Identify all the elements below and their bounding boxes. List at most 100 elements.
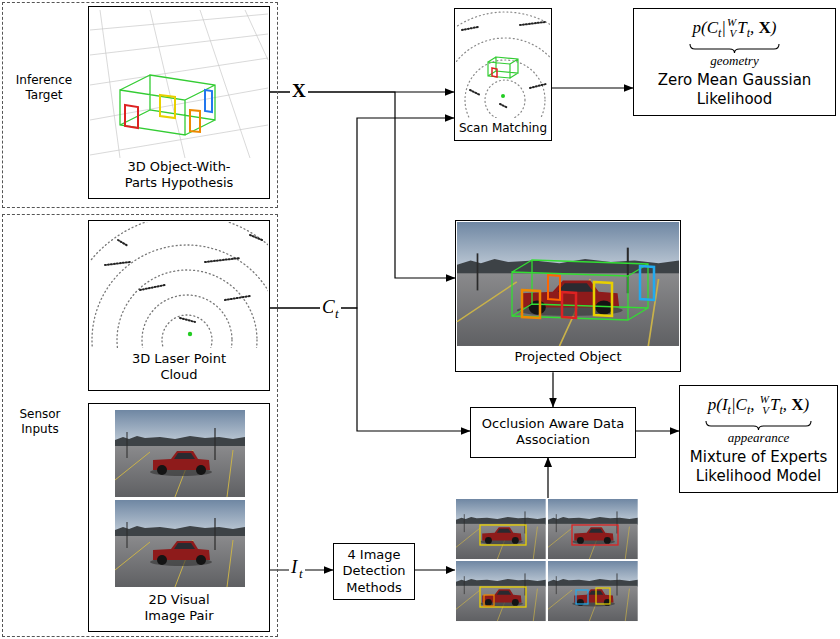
formula-term: ,: [750, 18, 759, 38]
point-cloud-render: [90, 222, 268, 348]
detection-results-render: [548, 561, 638, 621]
object-hypothesis-render: [125, 105, 138, 128]
detection-results-render: [484, 595, 494, 606]
formula-term: V: [762, 405, 769, 416]
formula-term: W: [760, 394, 769, 405]
projected-object-render: [594, 282, 612, 316]
caption: 2D Visual Image Pair: [129, 592, 229, 625]
connector: [552, 372, 553, 407]
detection-results-render: [576, 590, 588, 604]
image-panel: Projected Object: [455, 220, 681, 372]
signal-subscript: t: [297, 567, 305, 580]
point-cloud-render: [142, 295, 232, 348]
projected-object-render: [457, 222, 679, 346]
camera-photo: [115, 410, 245, 587]
detection-results-render: [446, 566, 455, 574]
detection-results-render: [446, 498, 640, 622]
scan-matching-render: [501, 94, 505, 98]
point-cloud-render: [117, 270, 257, 348]
group-box: Inference Target 3D Object-With-Parts Hyp…: [2, 2, 278, 208]
scan-matching-render: [465, 60, 545, 118]
formula-term: T: [737, 18, 746, 38]
formula-prescript: WV: [727, 17, 736, 39]
connector: [636, 430, 679, 431]
underbrace: [706, 421, 811, 430]
scan-matching-render: [456, 12, 550, 118]
signal-subscript: t: [333, 307, 341, 320]
connector: [552, 87, 633, 88]
object-hypothesis-render: [205, 90, 212, 112]
scan-matching-render: [492, 68, 497, 77]
caption: Zero Mean Gaussian Likelihood: [638, 71, 831, 109]
image-panel: 3D Object-With-Parts Hypothesis: [88, 6, 270, 199]
camera-photo: [115, 500, 245, 587]
projected-object-render: [548, 275, 560, 300]
detection-results-render: [456, 561, 546, 621]
object-hypothesis-render: [160, 95, 175, 118]
object-hypothesis-render: [90, 10, 268, 158]
detection-results-render: [572, 525, 618, 545]
formula-term: ): [804, 395, 810, 415]
point-cloud-render: [90, 222, 268, 348]
group-label: Sensor Inputs: [5, 407, 75, 437]
group-label: Inference Target: [5, 73, 83, 103]
caption: Projected Object: [456, 349, 680, 365]
caption: 3D Object-With-Parts Hypothesis: [112, 159, 247, 192]
detection-results-render: [596, 588, 610, 604]
scan-matching-render: [488, 57, 518, 78]
formula-prescript: WV: [760, 394, 769, 416]
formula-term: X: [759, 18, 771, 38]
object-hypothesis-render: [190, 110, 200, 132]
projected-object-render: [522, 290, 540, 318]
formula-term: ): [771, 18, 777, 38]
projected-object-render: [512, 260, 648, 320]
detection-results-render: [456, 499, 546, 559]
projected-object-render: [457, 222, 679, 346]
detection-results-render: [480, 525, 526, 545]
image-panel: 2D Visual Image Pair: [88, 403, 270, 632]
connector: [270, 92, 455, 278]
connector: [270, 118, 454, 308]
formula-note: appearance: [684, 431, 833, 445]
projected-object-render: [562, 292, 576, 318]
process-box: Occlusion Aware Data Association: [470, 407, 636, 458]
point-cloud-render: [90, 222, 268, 348]
formula-term: t: [747, 26, 750, 41]
point-cloud-render: [188, 332, 192, 336]
point-cloud-render: [105, 235, 262, 322]
formula-term: ,: [750, 395, 759, 415]
formula-term: t: [747, 403, 750, 418]
caption: Occlusion Aware Data Association: [471, 416, 635, 449]
point-cloud-render: [90, 222, 268, 348]
formula-box: p(It|Ct, WVTt, X)appearanceMixture of Ex…: [679, 385, 838, 493]
detection-results-render: [480, 587, 526, 607]
formula-line: p(It|Ct, WVTt, X): [684, 390, 833, 420]
formula-box: p(Ct|WVTt, X)geometryZero Mean Gaussian …: [633, 8, 836, 116]
object-hypothesis-render: [120, 75, 215, 135]
formula-term: p(C: [693, 18, 719, 38]
formula-term: t: [718, 26, 721, 41]
connector: [270, 308, 470, 431]
connector: [415, 458, 548, 571]
formula-term: |: [721, 18, 726, 38]
formula-term: t: [728, 403, 731, 418]
image-panel: 3D Laser Point Cloud: [88, 220, 270, 391]
caption: 3D Laser Point Cloud: [124, 351, 234, 384]
signal-symbol: X: [290, 81, 308, 100]
scan-matching-render: [456, 12, 550, 118]
formula-term: X: [791, 395, 803, 415]
scan-matching-render: [456, 12, 550, 118]
formula-term: p(I: [708, 395, 728, 415]
formula-note: geometry: [638, 54, 831, 68]
detection-results-render: [548, 499, 638, 559]
formula-term: t: [779, 403, 782, 418]
formula-term: |C: [731, 395, 747, 415]
formula-term: ,: [783, 395, 792, 415]
camera-photo: [115, 410, 245, 497]
point-cloud-render: [92, 245, 268, 348]
formula-term: W: [727, 17, 736, 28]
detection-results-render: [455, 498, 640, 622]
formula-line: p(Ct|WVTt, X): [638, 13, 831, 43]
